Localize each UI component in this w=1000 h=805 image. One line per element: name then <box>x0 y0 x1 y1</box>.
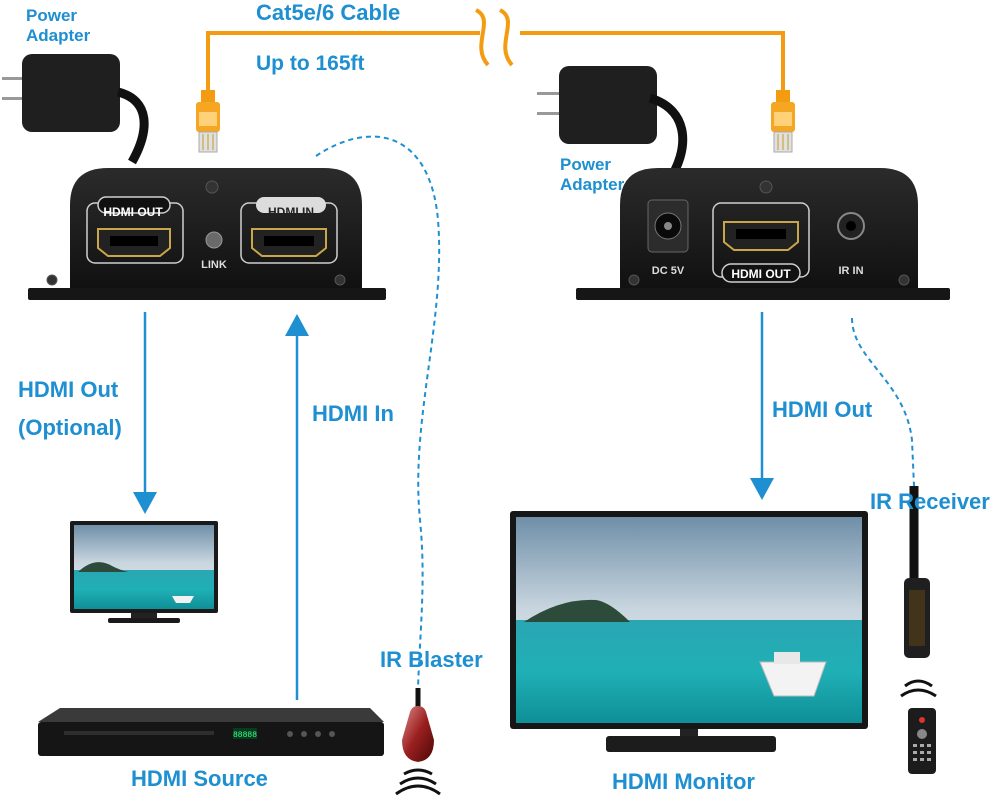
rj45-connector-right <box>771 90 795 153</box>
arrow-hdmi-out-rx <box>750 312 774 500</box>
ir-signal-icon-blaster <box>395 768 441 796</box>
hdmi-source-player <box>38 708 384 756</box>
tx-hdmi-out-label: HDMI OUT <box>103 205 163 219</box>
cable-length-label: Up to 165ft <box>256 52 365 75</box>
ir-receiver-dashed-cable <box>851 317 915 487</box>
rx-power-adapter-label-line2: Adapter <box>560 175 625 194</box>
transmitter-unit <box>28 168 386 300</box>
rx-hdmi-out-port[interactable] <box>712 202 810 283</box>
ir-signal-icon-receiver <box>900 679 937 698</box>
cable-break-mark-left <box>474 8 490 67</box>
player-display-text: 88888 <box>233 731 257 740</box>
dc-power-jack[interactable] <box>647 199 689 253</box>
link-led-label: LINK <box>201 259 227 271</box>
hdmi-out-optional-label-line2: (Optional) <box>18 415 122 440</box>
ir-in-label: IR IN <box>838 265 863 277</box>
tx-power-adapter <box>2 54 149 165</box>
rj45-connector-left <box>196 90 220 153</box>
tx-hdmi-in-label: HDMI IN <box>268 205 314 219</box>
ir-blaster-label: IR Blaster <box>380 647 483 672</box>
ir-blaster-device <box>395 688 441 796</box>
cable-name-label: Cat5e/6 Cable <box>256 0 401 25</box>
receiver-unit <box>576 168 950 300</box>
ir-in-jack[interactable] <box>837 212 865 240</box>
arrow-hdmi-in <box>285 314 309 700</box>
arrow-hdmi-out-optional <box>133 312 157 514</box>
dc-5v-label: DC 5V <box>652 265 685 277</box>
rx-hdmi-out-label: HDMI OUT <box>731 267 791 281</box>
remote-control-icon <box>908 708 936 774</box>
ir-blaster-dashed-cable <box>315 135 441 689</box>
tx-hdmi-in-port[interactable] <box>240 197 338 264</box>
cable-break-mark-right <box>498 8 514 67</box>
small-tv <box>70 521 218 623</box>
tx-power-adapter-label-line1: Power <box>26 6 78 25</box>
tx-hdmi-out-port[interactable] <box>86 196 184 264</box>
link-led-icon <box>205 231 223 249</box>
hdmi-out-optional-label-line1: HDMI Out <box>18 377 119 402</box>
hdmi-source-label: HDMI Source <box>131 766 268 791</box>
hdmi-in-label: HDMI In <box>312 401 394 426</box>
cat-cable <box>196 8 795 153</box>
ir-receiver-label: IR Receiver <box>870 489 990 514</box>
hdmi-monitor-label: HDMI Monitor <box>612 769 755 794</box>
rx-power-adapter-label-line1: Power <box>560 155 612 174</box>
tx-power-adapter-label-line2: Adapter <box>26 26 91 45</box>
player-display <box>233 728 257 739</box>
hdmi-out-rx-label: HDMI Out <box>772 397 873 422</box>
ir-receiver-device <box>900 486 937 774</box>
hdmi-monitor <box>510 511 868 752</box>
